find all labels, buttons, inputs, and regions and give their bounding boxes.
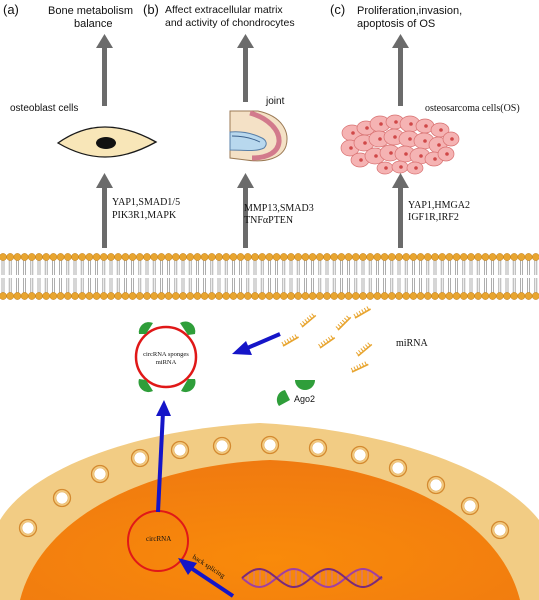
panel-a-heading-line1: Bone metabolism (48, 5, 133, 17)
panel-b-upper-arrow (237, 34, 254, 102)
joint-icon (229, 110, 288, 162)
panel-a-gene-line2: PIK3R1,MAPK (112, 210, 177, 221)
ago2-binding-bottomright (181, 379, 196, 393)
ago2-binding-topleft (138, 322, 153, 334)
mirna-strands-icon (281, 306, 373, 373)
panel-b-letter: (b) (143, 2, 159, 17)
panel-c-letter: (c) (330, 2, 345, 17)
panel-b: (b) Affect extracellular matrix and acti… (143, 2, 314, 248)
cell-membrane (0, 253, 539, 300)
back-splicing-arrow (178, 558, 235, 598)
nucleus (0, 423, 539, 600)
osteoblast-cell-icon (56, 126, 158, 158)
panel-b-gene-line2: TNFαPTEN (244, 215, 293, 226)
panel-b-cell-label: joint (265, 96, 285, 107)
ago2-binding-bottomleft (138, 379, 153, 393)
panel-a-lower-arrow (96, 173, 113, 248)
panel-a-cell-label: osteoblast cells (10, 103, 78, 114)
panel-b-heading-line1: Affect extracellular matrix (165, 4, 283, 16)
circrna-label: circRNA (146, 535, 171, 543)
nuclear-pores (18, 435, 510, 540)
ago2-icon (276, 380, 315, 406)
panel-b-gene-line1: MMP13,SMAD3 (244, 203, 314, 214)
circrna-sponge: circRNA sponges miRNA (134, 321, 198, 393)
panel-c-gene-line2: IGF1R,IRF2 (408, 212, 459, 223)
sponge-label-line2: miRNA (156, 359, 177, 366)
panel-a-heading-line2: balance (74, 18, 113, 30)
panel-a-letter: (a) (3, 2, 19, 17)
nucleoplasm (20, 460, 520, 600)
panel-c: (c) Proliferation,invasion, apoptosis of… (330, 2, 520, 248)
panel-a-gene-line1: YAP1,SMAD1/5 (112, 197, 180, 208)
dna-helix-icon (241, 567, 383, 589)
panel-c-gene-line1: YAP1,HMGA2 (408, 200, 470, 211)
panel-c-heading-line2: apoptosis of OS (357, 18, 435, 30)
panel-a-upper-arrow (96, 34, 113, 106)
sponge-label-line1: circRNA sponges (143, 351, 189, 358)
panel-b-lower-arrow (237, 173, 254, 248)
osteosarcoma-cells-icon (340, 114, 460, 175)
ago2-binding-topright (180, 321, 196, 335)
panel-c-heading-line1: Proliferation,invasion, (357, 5, 462, 17)
panel-c-upper-arrow (392, 34, 409, 106)
ago2-label: Ago2 (294, 394, 315, 404)
panel-a: (a) Bone metabolism balance osteoblast c… (3, 2, 180, 248)
panel-b-heading-line2: and activity of chondrocytes (165, 17, 295, 29)
mirna-label: miRNA (396, 338, 428, 349)
export-arrow (156, 400, 171, 513)
panel-c-cell-label: osteosarcoma cells(OS) (425, 103, 520, 114)
binding-arrow (232, 332, 281, 355)
panel-c-lower-arrow (392, 173, 409, 248)
